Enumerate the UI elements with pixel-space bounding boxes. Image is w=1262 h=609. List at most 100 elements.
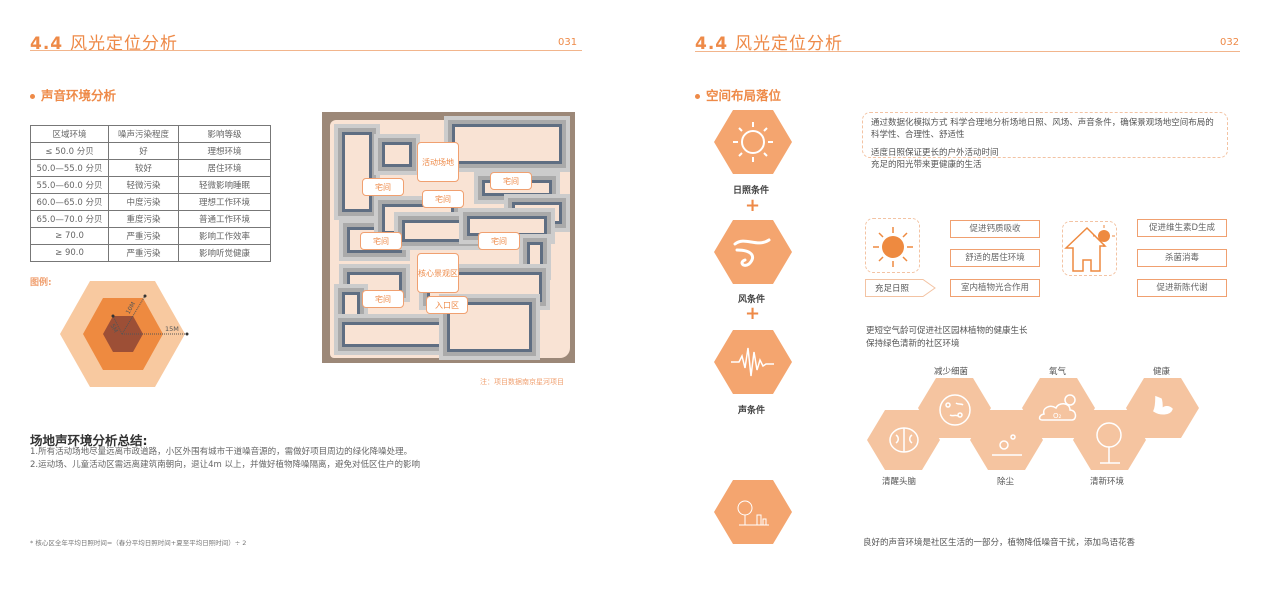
- building-footprint: [342, 322, 442, 347]
- hex-label: 清新环境: [1090, 477, 1125, 487]
- hex-dust: [970, 410, 1043, 470]
- benefit-box: 杀菌消毒: [1137, 249, 1227, 267]
- table-row: ≤ 50.0 分贝好理想环境: [30, 142, 271, 160]
- legend-mark: 5M: [109, 323, 120, 334]
- legend-label: 图例:: [30, 278, 52, 288]
- summary-line: 2.运动场、儿童活动区需远离建筑南朝向，退让4m 以上，并做好植物降噪隔离，避免…: [30, 460, 421, 470]
- sun-icon: [733, 122, 773, 162]
- legend-mark: 15M: [165, 325, 179, 333]
- zone-label: 入口区: [426, 296, 468, 314]
- table-cell: 50.0—55.0 分贝: [30, 159, 109, 177]
- intro-text: 通过数据化模拟方式 科学合理地分析场地日照、风场、声音条件，确保景观场地空间布局…: [871, 118, 1214, 140]
- condition-label: 风条件: [738, 295, 766, 305]
- site-plan-map: 活动场地 宅间 宅间 宅间 宅间 宅间 核心景观区 宅间 入口区: [322, 112, 575, 363]
- table-cell: 理想工作环境: [178, 193, 271, 211]
- hex-fresh: [1073, 410, 1146, 470]
- sun-label: 充足日照: [875, 284, 910, 294]
- condition-hex-sound: [714, 330, 792, 394]
- benefit-box: 室内植物光合作用: [950, 279, 1040, 297]
- tree-icon: [1096, 422, 1122, 464]
- table-cell: 较好: [108, 159, 179, 177]
- table-cell: 理想环境: [178, 142, 271, 160]
- table-row: 50.0—55.0 分贝较好居住环境: [30, 159, 271, 177]
- house-sun-icon: [1064, 225, 1115, 272]
- section-heading-sound: 声音环境分析: [30, 85, 116, 104]
- hex-label: 减少细菌: [934, 367, 969, 377]
- table-row: 65.0—70.0 分贝重度污染普通工作环境: [30, 210, 271, 228]
- zone-label: 宅间: [422, 190, 464, 208]
- table-cell: ≤ 50.0 分贝: [30, 142, 109, 160]
- building-footprint: [382, 142, 412, 167]
- condition-hex-wind: [714, 220, 792, 284]
- building-footprint: [452, 124, 562, 164]
- hex-label: 健康: [1153, 367, 1171, 377]
- table-cell: 好: [108, 142, 179, 160]
- map-note: 注：项目数据南京星河项目: [480, 378, 564, 386]
- table-cell: 55.0—60.0 分贝: [30, 176, 109, 194]
- plus-icon: +: [745, 195, 761, 216]
- oxygen-cloud-icon: O₂: [1038, 394, 1077, 421]
- house-box: [1062, 221, 1117, 276]
- building-footprint: [342, 132, 372, 212]
- table-row: 55.0—60.0 分贝轻微污染轻微影响睡眠: [30, 176, 271, 194]
- zone-label: 核心景观区: [417, 253, 459, 293]
- table-row: 60.0—65.0 分贝中度污染理想工作环境: [30, 193, 271, 211]
- hex-label: 除尘: [997, 477, 1015, 487]
- svg-text:O₂: O₂: [1053, 412, 1062, 420]
- table-header: 区域环境噪声污染程度影响等级: [30, 125, 271, 143]
- table-header-cell: 影响等级: [178, 125, 271, 143]
- brain-icon: [889, 427, 919, 453]
- table-cell: 严重污染: [108, 227, 179, 245]
- table-cell: ≥ 90.0: [30, 244, 109, 262]
- intro-box: 通过数据化模拟方式 科学合理地分析场地日照、风场、声音条件，确保景观场地空间布局…: [862, 112, 1228, 170]
- bacteria-icon: [939, 394, 971, 426]
- hex-label: 清醒头脑: [882, 477, 917, 487]
- conditions-column: [714, 110, 792, 544]
- plant-icon: [737, 500, 769, 526]
- page-title-left: 4.4 风光定位分析: [30, 34, 179, 54]
- building-footprint: [342, 292, 360, 322]
- plus-icon: +: [745, 303, 761, 324]
- zone-label: 宅间: [478, 232, 520, 250]
- zone-label: 宅间: [362, 290, 404, 308]
- page-number-right: 032: [1220, 37, 1240, 48]
- page-title-right: 4.4 风光定位分析: [695, 34, 844, 54]
- zone-label: 宅间: [490, 172, 532, 190]
- building-footprint: [527, 242, 543, 272]
- zone-label: 宅间: [360, 232, 402, 250]
- table-cell: 普通工作环境: [178, 210, 271, 228]
- benefit-box: 舒适的居住环境: [950, 249, 1040, 267]
- table-cell: 轻微污染: [108, 176, 179, 194]
- benefit-box: 促进新陈代谢: [1137, 279, 1227, 297]
- summary-line: 1.所有活动场地尽量远离市政道路，小区外围有城市干道噪音源的，需做好项目周边的绿…: [30, 447, 413, 457]
- summary-title: 场地声环境分析总结:: [30, 433, 148, 448]
- title-divider: [695, 51, 1240, 52]
- table-cell: 中度污染: [108, 193, 179, 211]
- table-header-cell: 噪声污染程度: [108, 125, 179, 143]
- table-cell: 轻微影响睡眠: [178, 176, 271, 194]
- wind-icon: [733, 238, 771, 267]
- sun-box: [865, 218, 920, 273]
- table-header-cell: 区域环境: [30, 125, 109, 143]
- table-cell: 影响工作效率: [178, 227, 271, 245]
- title-divider: [30, 50, 582, 51]
- hex-oxygen: [1022, 378, 1095, 438]
- hex-label: 氧气: [1049, 367, 1067, 377]
- hex-bacteria: [918, 378, 991, 438]
- noise-buffer-legend: 5M 10M 15M: [60, 281, 189, 387]
- sun-icon: [873, 227, 913, 267]
- condition-label: 声条件: [738, 406, 766, 416]
- table-cell: 65.0—70.0 分贝: [30, 210, 109, 228]
- section-heading-layout: 空间布局落位: [695, 85, 781, 104]
- table-cell: ≥ 70.0: [30, 227, 109, 245]
- page-number-left: 031: [558, 37, 578, 48]
- table-cell: 60.0—65.0 分贝: [30, 193, 109, 211]
- table-cell: 居住环境: [178, 159, 271, 177]
- zone-label: 宅间: [362, 178, 404, 196]
- footnote: * 核心区全年平均日照时间=（春分平均日照时间+夏至平均日照时间）÷ 2: [30, 539, 247, 547]
- table-cell: 影响听觉健康: [178, 244, 271, 262]
- benefit-box: 促进维生素D生成: [1137, 219, 1227, 237]
